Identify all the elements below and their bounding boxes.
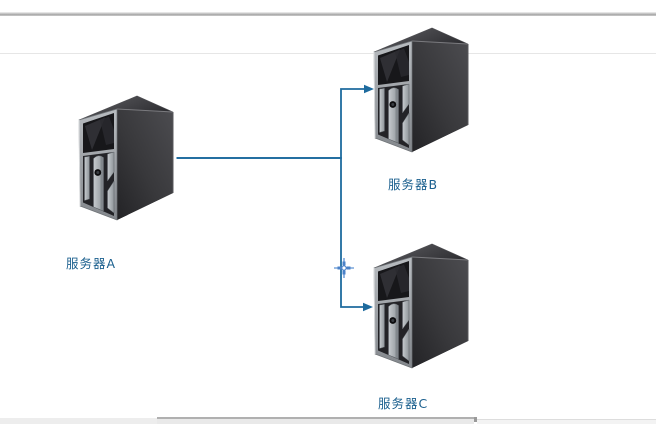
node-label-server-a[interactable]: 服务器A (66, 256, 117, 271)
bottom-right-scrollbar-track[interactable] (477, 419, 656, 424)
connector-a-to-c[interactable] (176, 157, 364, 308)
canvas-guide-line (0, 53, 656, 54)
server-tower-icon (373, 27, 469, 153)
node-label-server-b[interactable]: 服务器B (388, 177, 439, 192)
bottom-left-scrollbar-track[interactable] (0, 418, 157, 424)
node-label-server-c[interactable]: 服务器C (378, 396, 429, 411)
server-tower-icon (78, 95, 174, 221)
connector-a-to-b-arrowhead (364, 84, 374, 94)
bottom-window-edge-cap (474, 417, 477, 422)
node-server-a[interactable]: 服务器A (66, 95, 176, 271)
bottom-window-edge (157, 417, 474, 424)
node-server-b[interactable]: 服务器B (371, 27, 471, 192)
toolbar-bottom-divider (0, 12, 656, 16)
connector-crosshair-cursor (334, 258, 354, 278)
server-tower-icon (373, 243, 469, 369)
connector-a-to-c-arrowhead (363, 302, 373, 312)
node-server-c[interactable]: 服务器C (371, 243, 471, 411)
connector-a-to-b[interactable] (176, 88, 365, 159)
